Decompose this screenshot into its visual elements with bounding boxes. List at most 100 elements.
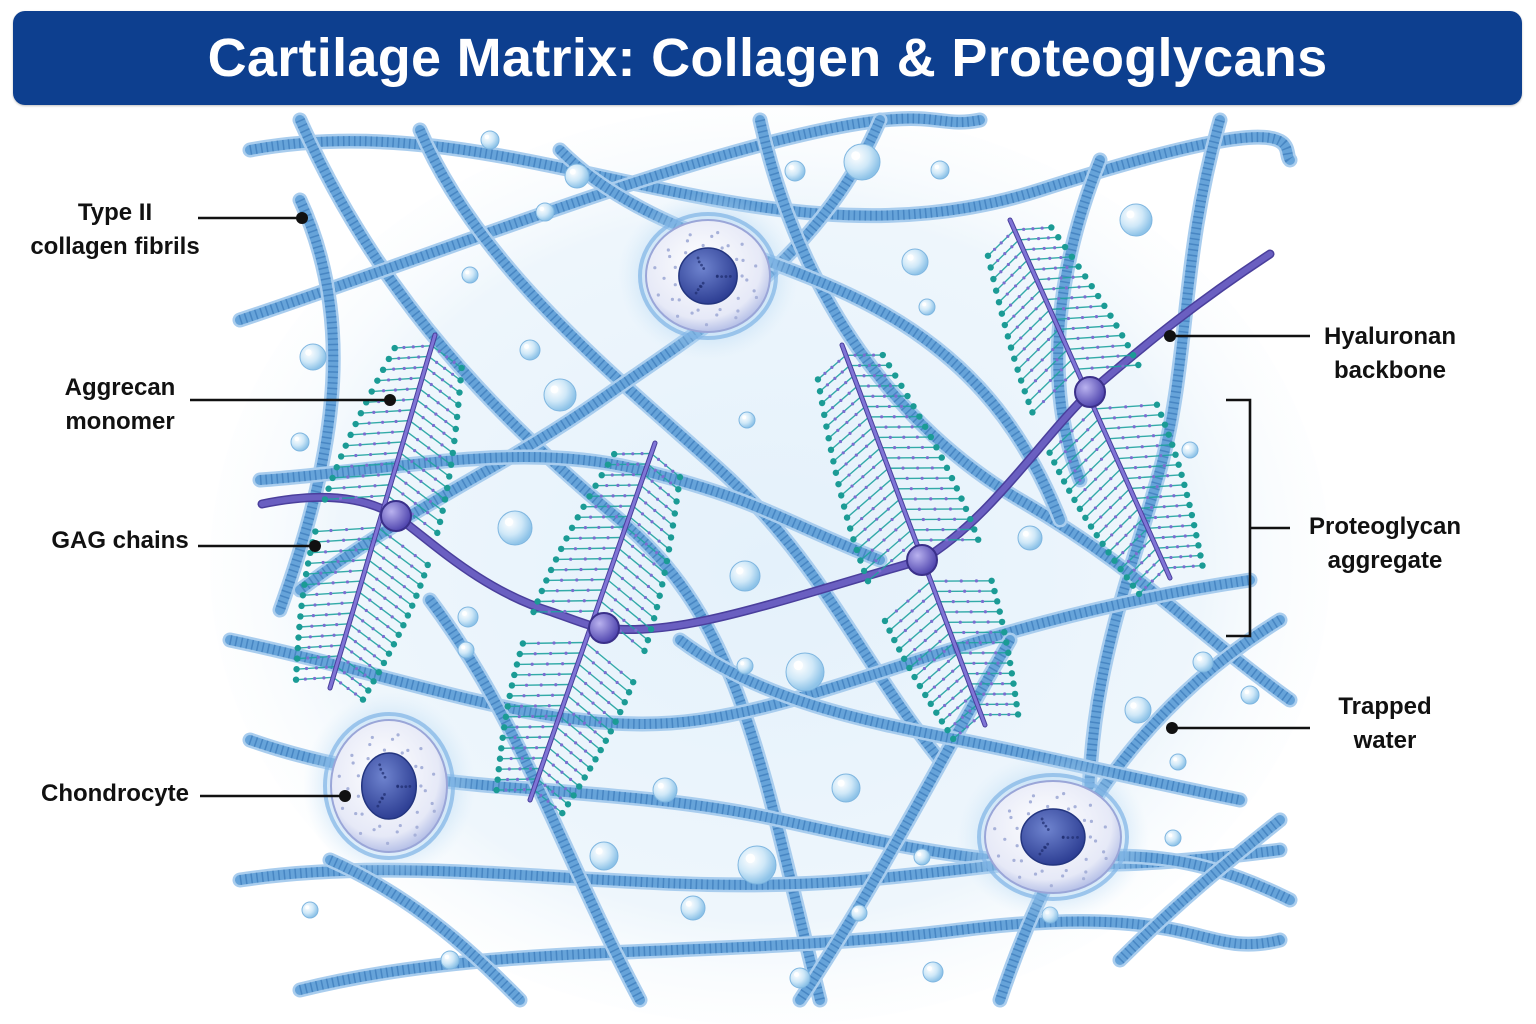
gag-chain-tip xyxy=(916,682,924,690)
gag-bead xyxy=(1103,496,1108,500)
chromatin-dot xyxy=(1044,824,1048,828)
chromatin-dot xyxy=(376,804,380,808)
cytoplasm-granule xyxy=(740,242,744,246)
gag-bead xyxy=(861,475,865,479)
gag-bead xyxy=(644,501,648,505)
gag-bead xyxy=(1021,305,1025,309)
gag-bead xyxy=(1012,314,1016,318)
cytoplasm-granule xyxy=(736,296,740,300)
water-droplet xyxy=(738,411,756,429)
cytoplasm-granule xyxy=(340,806,345,810)
gag-bead xyxy=(372,442,377,446)
gag-bead xyxy=(440,378,445,382)
gag-bead xyxy=(647,531,651,535)
gag-chain-tip xyxy=(1195,542,1202,549)
gag-bead xyxy=(978,682,983,686)
gag-bead xyxy=(658,486,662,490)
water-droplet xyxy=(519,339,541,361)
gag-bead xyxy=(607,660,611,664)
gag-bead xyxy=(1042,246,1046,251)
gag-bead xyxy=(569,557,573,561)
gag-bead xyxy=(551,599,555,603)
gag-bead xyxy=(934,629,938,634)
gag-bead xyxy=(640,606,645,611)
gag-bead xyxy=(941,528,945,532)
cytoplasm-granule xyxy=(351,761,355,765)
gag-bead xyxy=(955,610,959,614)
gag-bead xyxy=(370,494,374,499)
droplet-highlight xyxy=(1185,445,1190,450)
gag-bead xyxy=(601,515,606,519)
cytoplasm-granule xyxy=(354,811,358,816)
gag-chain-tip xyxy=(413,592,420,599)
gag-bead xyxy=(1014,255,1018,259)
gag-bead xyxy=(1150,579,1154,583)
gag-chain-tip xyxy=(441,496,449,503)
chromatin-dot xyxy=(694,291,698,295)
gag-bead xyxy=(838,439,843,444)
gag-bead xyxy=(938,639,942,644)
gag-bead xyxy=(994,651,998,655)
gag-bead xyxy=(335,623,339,627)
water-droplet xyxy=(440,950,460,970)
gag-chain-tip xyxy=(1099,540,1106,548)
gag-bead xyxy=(1121,551,1125,555)
cytoplasm-granule xyxy=(382,748,387,752)
gag-chain-tip xyxy=(530,608,537,616)
gag-bead xyxy=(354,453,358,458)
gag-bead xyxy=(913,497,917,501)
gag-bead xyxy=(372,654,377,658)
gag-bead xyxy=(547,773,551,777)
gag-bead xyxy=(426,510,430,515)
droplet-highlight xyxy=(1130,702,1137,709)
gag-bead xyxy=(1096,345,1100,349)
gag-bead xyxy=(598,557,602,561)
gag-bead xyxy=(605,483,609,488)
cytoplasm-granule xyxy=(673,283,677,287)
gag-chain-tip xyxy=(293,655,301,662)
gag-bead xyxy=(1044,368,1048,372)
water-droplet xyxy=(1119,203,1153,237)
chromatin-dot xyxy=(1038,852,1042,856)
gag-chain-tip xyxy=(885,362,893,369)
gag-bead xyxy=(972,661,976,665)
gag-bead xyxy=(1005,702,1009,706)
collagen-fibril-core xyxy=(675,635,1245,805)
gag-chain-tip xyxy=(898,382,905,389)
gag-bead xyxy=(390,576,394,580)
droplet-highlight xyxy=(922,302,927,307)
gag-bead xyxy=(1136,435,1140,439)
gag-chain-tip xyxy=(391,344,398,352)
gag-bead xyxy=(627,483,631,487)
gag-bead xyxy=(1191,564,1195,568)
water-droplet xyxy=(918,298,936,316)
water-droplet xyxy=(1124,696,1152,724)
gag-bead xyxy=(666,493,671,497)
gag-bead xyxy=(929,497,933,501)
gag-bead xyxy=(624,566,628,570)
gag-bead xyxy=(922,666,927,671)
cytoplasm-granule xyxy=(1033,872,1038,876)
gag-bead xyxy=(524,683,529,687)
cytoplasm-granule xyxy=(1009,815,1013,820)
gag-bead xyxy=(602,546,606,550)
gag-chain-tip xyxy=(675,486,682,493)
gag-chain-tip xyxy=(325,485,332,492)
gag-bead xyxy=(1098,487,1103,491)
gag-bead xyxy=(1143,414,1148,418)
gag-chain-tip xyxy=(374,377,381,384)
gag-bead xyxy=(932,658,936,662)
label-gag-chains: GAG chains xyxy=(51,527,189,554)
gag-bead xyxy=(657,539,661,543)
gag-chain-tip xyxy=(995,298,1003,306)
droplet-highlight xyxy=(305,349,312,356)
gag-bead xyxy=(1137,534,1142,538)
gag-chain-tip xyxy=(592,482,599,489)
gag-bead xyxy=(437,349,441,353)
gag-bead xyxy=(1089,468,1093,472)
gag-bead xyxy=(317,582,321,586)
water-droplet xyxy=(784,160,806,182)
gag-chain-tip xyxy=(1060,478,1068,485)
gag-chain-tip xyxy=(404,612,412,619)
gag-bead xyxy=(1084,458,1088,462)
